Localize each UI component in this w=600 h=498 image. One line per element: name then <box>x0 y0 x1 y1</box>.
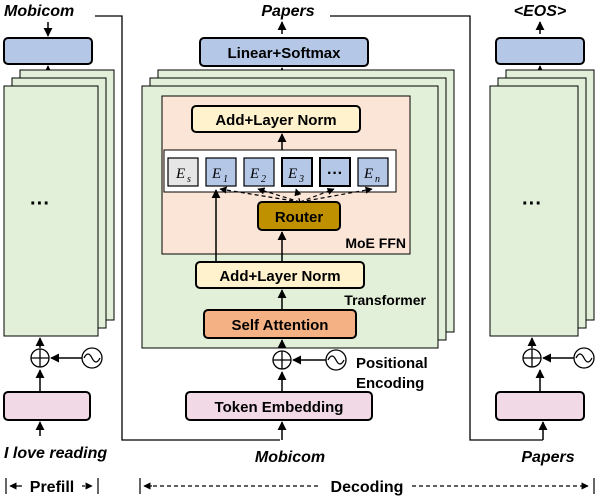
right-embedding-box <box>495 391 585 421</box>
svg-text:3: 3 <box>298 174 304 185</box>
add-norm-bottom-box <box>195 261 365 289</box>
positional-label-line1: Positional <box>356 355 428 372</box>
moe-ffn-label: MoE FFN <box>345 235 406 251</box>
left-input-tokens: I love reading <box>4 445 107 462</box>
expert-2: E 2 <box>243 157 275 187</box>
left-output-token: Mobicom <box>4 3 74 20</box>
svg-text:E: E <box>287 166 297 182</box>
center-to-right-connector <box>330 15 543 441</box>
center-output-token: Papers <box>261 3 314 20</box>
center-add-symbol <box>272 350 292 370</box>
linear-softmax-label: Linear+Softmax <box>228 45 342 62</box>
left-column: Mobicom ··· I love reading <box>3 3 115 462</box>
right-input-token: Papers <box>521 449 574 466</box>
self-attention-label: Self Attention <box>232 317 329 334</box>
self-attention-box <box>203 309 357 339</box>
router-label: Router <box>275 209 323 226</box>
svg-text:···: ··· <box>327 165 343 182</box>
expert-n: E n <box>357 157 389 187</box>
svg-text:s: s <box>187 174 191 185</box>
add-norm-top-label: Add+Layer Norm <box>215 112 336 129</box>
svg-text:E: E <box>363 166 373 182</box>
svg-text:E: E <box>211 166 221 182</box>
phase-bar: Prefill Decoding <box>5 478 595 496</box>
expert-ellipsis: ··· <box>319 157 351 187</box>
expert-3: E 3 <box>281 157 313 187</box>
left-layer-stack <box>3 69 115 337</box>
right-output-token: <EOS> <box>514 3 566 20</box>
right-output-box <box>495 37 585 65</box>
svg-text:E: E <box>175 166 185 182</box>
add-norm-top-box <box>191 105 361 133</box>
right-add-symbol <box>522 348 542 368</box>
expert-1: E 1 <box>205 157 237 187</box>
add-norm-bottom-label: Add+Layer Norm <box>219 268 340 285</box>
router-box <box>257 201 341 231</box>
transformer-label: Transformer <box>344 292 426 308</box>
experts-container <box>163 149 397 193</box>
left-ellipsis: ··· <box>30 193 50 215</box>
left-positional-wave-icon <box>81 347 103 369</box>
right-layer-stack <box>489 69 595 337</box>
svg-text:1: 1 <box>223 174 228 185</box>
center-column: Papers Linear+Softmax Add+Layer Norm E s… <box>141 3 455 466</box>
left-output-box <box>3 37 93 65</box>
expert-shared: E s <box>167 157 199 187</box>
right-ellipsis: ··· <box>522 193 542 215</box>
svg-text:n: n <box>375 174 380 185</box>
right-column: <EOS> ··· Papers <box>489 3 595 466</box>
decoding-label: Decoding <box>331 479 404 496</box>
svg-text:E: E <box>249 166 259 182</box>
svg-text:2: 2 <box>261 174 266 185</box>
router-dispatch-arrows <box>219 186 373 203</box>
positional-label-line2: Encoding <box>356 375 424 392</box>
center-positional-wave-icon <box>325 349 347 371</box>
right-positional-wave-icon <box>573 347 595 369</box>
left-embedding-box <box>3 391 91 421</box>
left-add-symbol <box>30 348 50 368</box>
center-input-token: Mobicom <box>255 449 325 466</box>
linear-softmax-box <box>199 37 369 67</box>
left-to-center-connector <box>95 15 280 441</box>
token-embedding-box <box>185 391 373 421</box>
prefill-label: Prefill <box>30 479 74 496</box>
token-embedding-label: Token Embedding <box>215 399 344 416</box>
